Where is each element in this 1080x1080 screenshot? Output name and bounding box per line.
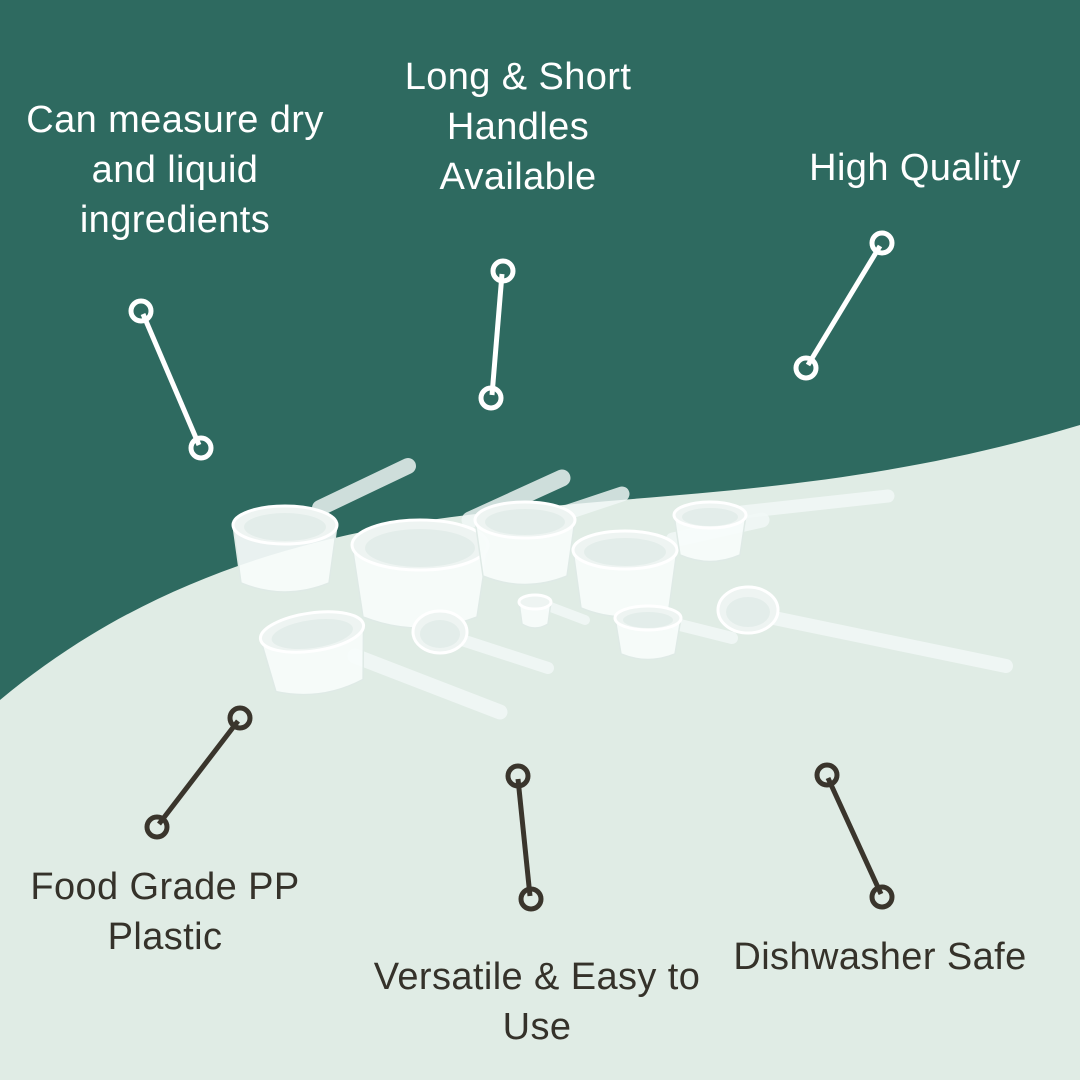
scoop-handle	[670, 618, 738, 644]
callout-ring	[814, 762, 840, 788]
feature-label-top-right: High Quality	[809, 147, 1021, 189]
scoop-handle	[767, 611, 1013, 673]
callout-ring	[490, 258, 516, 284]
product-photo	[231, 458, 1013, 720]
callout-ring	[128, 298, 154, 324]
feature-label-top-left: Can measure dry and liquid ingredients	[26, 99, 324, 242]
feature-label-bottom-left: Food Grade PP Plastic	[30, 866, 300, 959]
callout-top-right	[793, 230, 895, 381]
callout-top-left	[128, 298, 214, 461]
scoop-cup-1	[231, 504, 339, 593]
callout-ring	[505, 763, 531, 789]
scoop-cup-5	[672, 500, 748, 563]
scoop-spoon-1	[411, 609, 469, 655]
feature-label-bottom-right: Dishwasher Safe	[733, 936, 1027, 978]
callout-ring	[793, 355, 819, 381]
callout-ring	[869, 884, 895, 910]
callout-ring	[869, 230, 895, 256]
callout-ring	[478, 385, 504, 411]
scoop-handle	[312, 458, 416, 516]
callout-bottom-right	[814, 762, 895, 910]
scoop-cup-6	[258, 610, 366, 696]
callout-ring	[518, 886, 544, 912]
scoop-cup-2	[350, 518, 490, 629]
callout-top-center	[478, 258, 516, 411]
scoop-handle	[456, 634, 554, 674]
callout-ring	[227, 705, 253, 731]
scoop-spoon-2	[517, 593, 553, 629]
callout-ring	[144, 814, 170, 840]
scoop-handle	[735, 489, 895, 519]
scoop-cup-7	[613, 604, 683, 661]
feature-label-bottom-center: Versatile & Easy to Use	[373, 956, 701, 1049]
scoop-cup-3	[473, 500, 577, 586]
callout-bottom-center	[505, 763, 544, 912]
feature-label-top-center: Long & Short Handles Available	[404, 56, 632, 199]
scoop-handle	[543, 601, 590, 625]
scoop-spoon-3	[716, 585, 780, 635]
callout-ring	[188, 435, 214, 461]
scoop-handle	[560, 486, 630, 520]
callout-bottom-left	[144, 705, 253, 840]
scoop-handle	[347, 648, 508, 720]
